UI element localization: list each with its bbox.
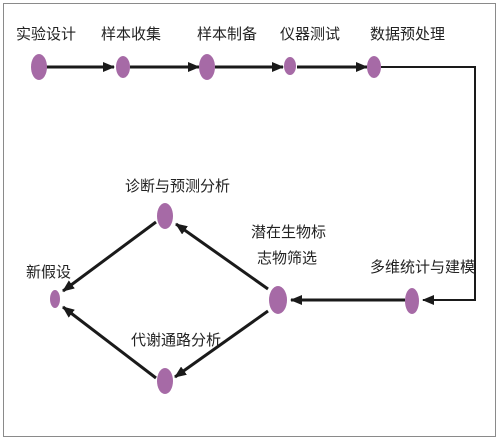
- node-metabolic-pathway: [157, 368, 173, 394]
- node-multivariate-statistics: [405, 288, 419, 314]
- edge-diagnosis-to-hypothesis: [62, 220, 157, 293]
- label-metabolic-pathway: 代谢通路分析: [131, 331, 222, 349]
- edge-screening-to-diagnosis: [175, 222, 269, 291]
- label-biomarker-screening-line2: 志物筛选: [257, 249, 318, 267]
- label-new-hypothesis: 新假设: [26, 263, 72, 281]
- node-experiment-design: [31, 54, 47, 80]
- label-sample-preparation: 样本制备: [197, 25, 258, 43]
- diagram-frame: [3, 3, 496, 437]
- edge-screening-to-pathway: [174, 309, 269, 379]
- node-data-preprocessing: [367, 56, 381, 78]
- node-sample-collection: [116, 56, 130, 78]
- label-multivariate-statistics: 多维统计与建模: [370, 258, 476, 276]
- edge-preprocessing-to-statistics: [381, 66, 476, 305]
- node-instrument-testing: [284, 57, 296, 75]
- label-data-preprocessing: 数据预处理: [370, 25, 446, 43]
- node-diagnosis-prediction: [157, 203, 173, 229]
- node-new-hypothesis: [50, 290, 60, 308]
- label-biomarker-screening-line1: 潜在生物标: [251, 223, 327, 241]
- node-sample-preparation: [199, 54, 215, 80]
- node-biomarker-screening: [269, 286, 287, 314]
- edge-pathway-to-hypothesis: [62, 305, 157, 380]
- label-diagnosis-prediction: 诊断与预测分析: [125, 177, 231, 195]
- label-sample-collection: 样本收集: [101, 25, 162, 43]
- label-instrument-testing: 仪器测试: [280, 25, 341, 43]
- label-experiment-design: 实验设计: [16, 25, 77, 43]
